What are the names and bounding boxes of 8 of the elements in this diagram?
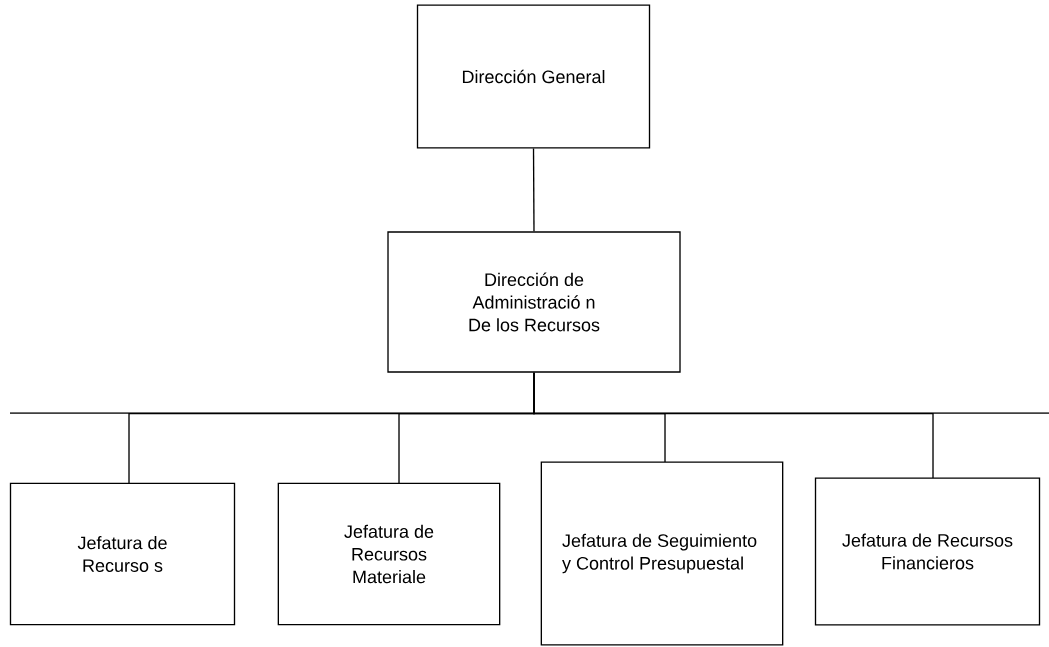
org-box: Jefatura de Seguimiento y Control Presupuestal [540,461,784,646]
org-box: Jefatura de Recurso s [9,482,236,626]
connector-line [532,147,535,232]
connector-line [533,372,934,479]
org-box: Jefatura de Recursos Financieros [814,477,1041,626]
org-box: Dirección de Administració n De los Recursos [387,231,681,373]
org-box: Jefatura de Recursos Materiale [277,482,501,626]
org-box: Dirección General [416,4,651,149]
